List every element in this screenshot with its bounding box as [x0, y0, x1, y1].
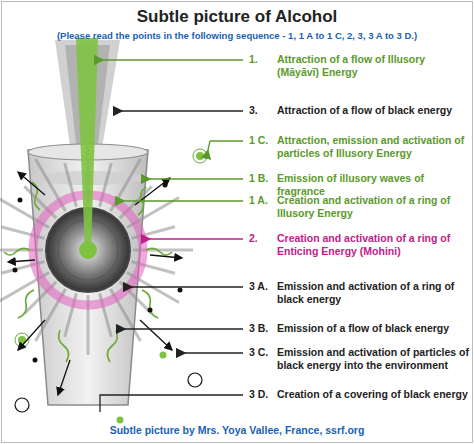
callout-text: Creation of a covering of black energy	[277, 388, 470, 401]
caption: Subtle picture by Mrs. Yoya Vallee, Fran…	[4, 424, 470, 437]
callout-number: 3.	[249, 104, 277, 117]
callout-number: 3 C.	[249, 346, 277, 359]
callout-number: 3 D.	[249, 388, 277, 401]
callout-text: Creation and activation of a ring of Ent…	[277, 232, 470, 258]
callout-number: 1 C.	[249, 134, 277, 147]
callout-number: 1 B.	[249, 172, 277, 185]
callout-text: Creation and activation of a ring of Ill…	[277, 194, 470, 220]
callout-text: Attraction, emission and activation of p…	[277, 134, 470, 160]
callout-number: 1.	[249, 53, 277, 66]
callout-text: Attraction of a flow of black energy	[277, 104, 470, 117]
callout-text: Emission of a flow of black energy	[277, 322, 470, 335]
callout-text: Attraction of a flow of Illusory (Māyāvī…	[277, 53, 470, 79]
callout-text: Emission and activation of particles of …	[277, 346, 470, 372]
callout-text: Emission and activation of a ring of bla…	[277, 280, 470, 306]
callout-number: 3 A.	[249, 280, 277, 293]
title: Subtle picture of Alcohol	[4, 6, 470, 27]
reading-order-note: (Please read the points in the following…	[4, 30, 470, 42]
callout-number: 1 A.	[249, 194, 277, 207]
callout-number: 2.	[249, 232, 277, 245]
callout-number: 3 B.	[249, 322, 277, 335]
